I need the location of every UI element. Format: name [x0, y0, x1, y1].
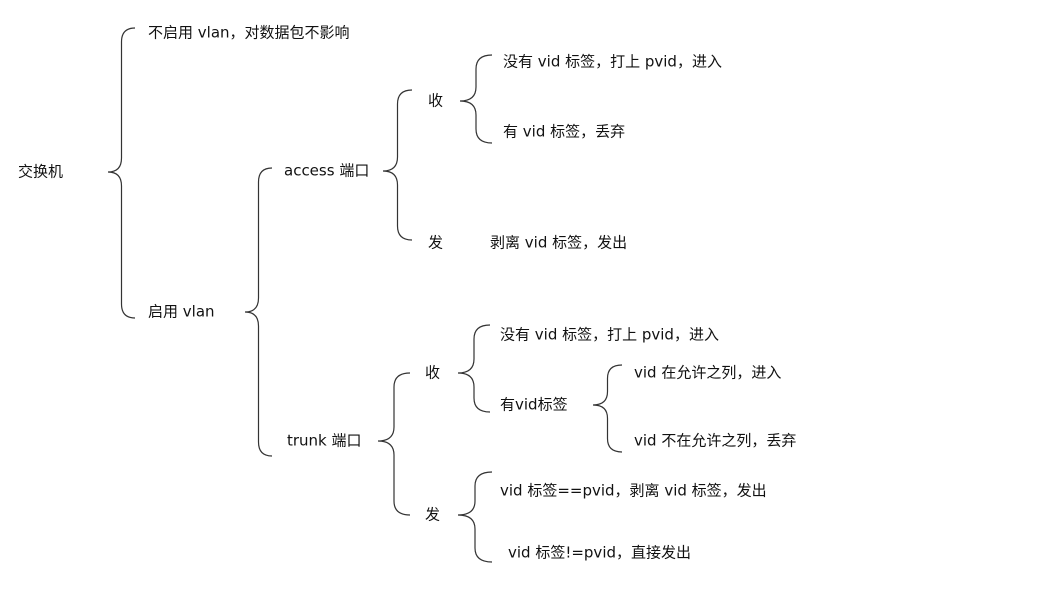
access-recv-node: 收: [428, 91, 444, 110]
trunk-tagged-brace: [592, 364, 623, 453]
root-brace: [107, 27, 136, 319]
trunk-recv-tagged: 有vid标签: [500, 395, 568, 414]
trunk-recv-node: 收: [425, 363, 441, 382]
access-brace: [382, 89, 413, 241]
vlan-brace: [244, 167, 273, 457]
trunk-not-allowed: vid 不在允许之列，丢弃: [634, 431, 797, 450]
vlan-node: 启用 vlan: [148, 302, 215, 321]
access-recv-tagged: 有 vid 标签，丢弃: [503, 122, 626, 141]
trunk-send-node: 发: [425, 505, 441, 524]
trunk-port-node: trunk 端口: [287, 431, 362, 450]
root-node: 交换机: [18, 162, 64, 181]
access-send-node: 发: [428, 233, 444, 252]
access-recv-untagged: 没有 vid 标签，打上 pvid，进入: [503, 52, 722, 71]
access-port-node: access 端口: [284, 161, 370, 180]
trunk-recv-brace: [457, 324, 491, 413]
trunk-brace: [377, 372, 411, 516]
trunk-recv-untagged: 没有 vid 标签，打上 pvid，进入: [500, 325, 719, 344]
trunk-send-neq: vid 标签!=pvid，直接发出: [508, 543, 692, 562]
no-vlan-node: 不启用 vlan，对数据包不影响: [148, 23, 350, 42]
trunk-allowed: vid 在允许之列，进入: [634, 363, 782, 382]
access-send-action: 剥离 vid 标签，发出: [490, 233, 628, 252]
access-recv-brace: [459, 54, 493, 144]
trunk-send-eq: vid 标签==pvid，剥离 vid 标签，发出: [500, 481, 767, 500]
trunk-send-brace: [457, 471, 493, 563]
